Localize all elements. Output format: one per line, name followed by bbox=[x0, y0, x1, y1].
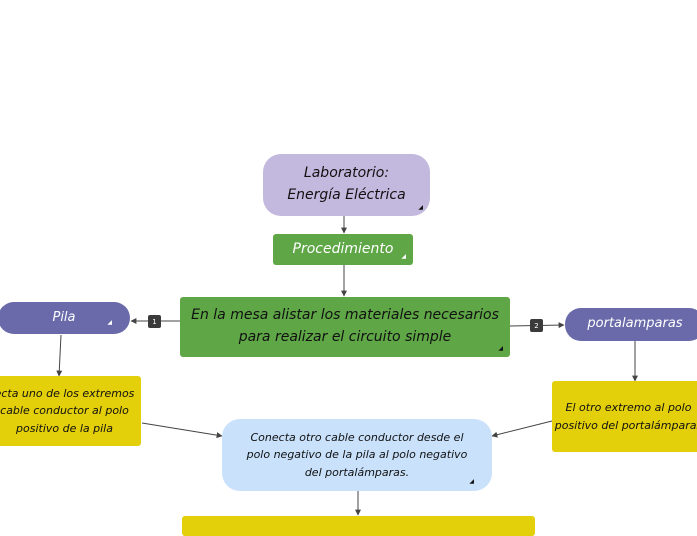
edge-pila-leftnote bbox=[56, 334, 63, 377]
title-line-2: Energía Eléctrica bbox=[287, 187, 406, 203]
pila-label: Pila bbox=[52, 309, 76, 325]
left-note-node[interactable]: ecta uno de los extremos cable conductor… bbox=[0, 376, 141, 446]
expand-corner-icon[interactable]: ◢ bbox=[418, 204, 423, 211]
expand-corner-icon[interactable]: ◢ bbox=[498, 345, 503, 352]
left-note-line-1: ecta uno de los extremos bbox=[0, 387, 135, 401]
expand-corner-icon[interactable]: ◢ bbox=[469, 478, 474, 485]
next-step-node-partial[interactable] bbox=[182, 516, 535, 536]
portalamparas-label: portalamparas bbox=[587, 316, 683, 332]
expand-corner-icon[interactable]: ◢ bbox=[401, 253, 406, 260]
title-line-1: Laboratorio: bbox=[303, 165, 390, 182]
edge-rightnote-center bbox=[491, 420, 553, 438]
badge-step-1: 1 bbox=[148, 315, 161, 328]
title-node[interactable]: Laboratorio: Energía Eléctrica ◢ bbox=[263, 154, 430, 216]
badge-step-2: 2 bbox=[530, 319, 543, 332]
center-note-node[interactable]: Conecta otro cable conductor desde el po… bbox=[222, 419, 492, 491]
main-step-node[interactable]: En la mesa alistar los materiales necesa… bbox=[180, 297, 510, 357]
main-step-line-2: para realizar el circuito simple bbox=[238, 329, 452, 345]
portalamparas-node[interactable]: portalamparas bbox=[565, 308, 697, 341]
right-note-line-1: El otro extremo al polo bbox=[565, 401, 692, 415]
center-note-line-2: polo negativo de la pila al polo negativ… bbox=[246, 448, 468, 462]
center-note-line-3: del portalámparas. bbox=[304, 465, 410, 479]
pila-node[interactable]: Pila ◢ bbox=[0, 302, 130, 334]
right-note-node[interactable]: El otro extremo al polo positivo del por… bbox=[552, 381, 697, 452]
procedure-label: Procedimiento bbox=[292, 240, 394, 257]
left-note-line-2: cable conductor al polo bbox=[0, 404, 129, 418]
left-note-line-3: positivo de la pila bbox=[16, 421, 113, 435]
edge-leftnote-center bbox=[141, 422, 223, 439]
expand-corner-icon[interactable]: ◢ bbox=[107, 319, 112, 326]
main-step-line-1: En la mesa alistar los materiales necesa… bbox=[191, 307, 499, 324]
center-note-line-1: Conecta otro cable conductor desde el bbox=[250, 431, 464, 445]
right-note-line-2: positivo del portalámparas bbox=[554, 418, 697, 432]
procedure-node[interactable]: Procedimiento ◢ bbox=[273, 234, 413, 265]
